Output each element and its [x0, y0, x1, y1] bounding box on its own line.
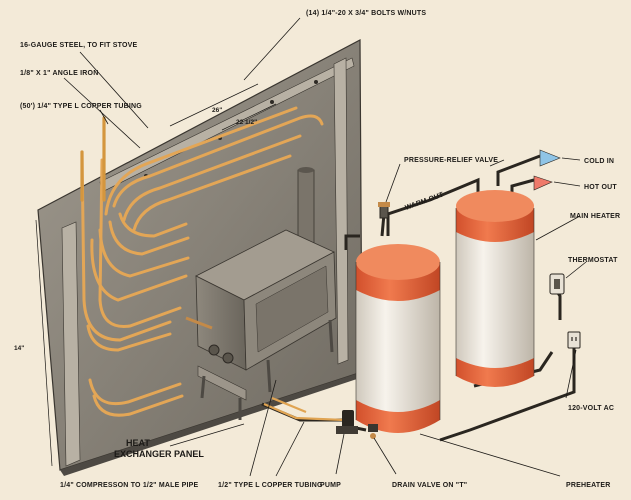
dimension-lines: [35, 83, 277, 467]
label-dim-26: 26": [212, 107, 222, 114]
label-dim-22: 22 1/2": [236, 119, 257, 126]
label-compression: 1/4" COMPRESSON TO 1/2" MALE PIPE: [60, 482, 198, 489]
tubing-stubs: [80, 116, 106, 202]
wood-stove: [185, 167, 337, 420]
preheater-tank: [355, 244, 441, 433]
label-drain-valve: DRAIN VALVE ON "T": [392, 482, 467, 489]
ac-outlet: [567, 331, 581, 349]
label-relief-valve: PRESSURE-RELIEF VALVE: [404, 157, 498, 164]
label-main-heater: MAIN HEATER: [570, 213, 620, 220]
pump: [336, 410, 358, 434]
label-cold-in: COLD IN: [584, 158, 614, 165]
leader-lines: [63, 17, 587, 477]
label-hot-out: HOT OUT: [584, 184, 617, 191]
thermostat: [549, 273, 565, 295]
label-exchanger-panel: EXCHANGER PANEL: [114, 449, 204, 459]
label-angle-iron: 1/8" X 1" ANGLE IRON: [20, 70, 98, 77]
cold-in-line: [496, 149, 561, 186]
main-heater-tank: [455, 190, 535, 387]
label-pump: PUMP: [320, 482, 341, 489]
label-half-tubing: 1/2" TYPE L COPPER TUBING: [218, 482, 323, 489]
label-warm-out: WARM OUT: [404, 191, 445, 212]
pressure-relief-valve: [378, 202, 390, 219]
label-bolts: (14) 1/4"-20 X 3/4" BOLTS W/NUTS: [306, 10, 426, 17]
copper-coil: [80, 106, 324, 417]
label-heat: HEAT: [126, 438, 150, 448]
hot-out-line: [510, 175, 553, 192]
label-dim-14: 14": [14, 345, 24, 352]
label-steel: 16-GAUGE STEEL, TO FIT STOVE: [20, 42, 137, 49]
label-120-volt: 120-VOLT AC: [568, 405, 614, 412]
label-copper-tubing: (50') 1/4" TYPE L COPPER TUBING: [20, 103, 142, 110]
drain-valve: [368, 424, 378, 439]
copper-supply: [263, 396, 345, 422]
label-preheater: PREHEATER: [566, 482, 610, 489]
label-thermostat: THERMOSTAT: [568, 257, 618, 264]
